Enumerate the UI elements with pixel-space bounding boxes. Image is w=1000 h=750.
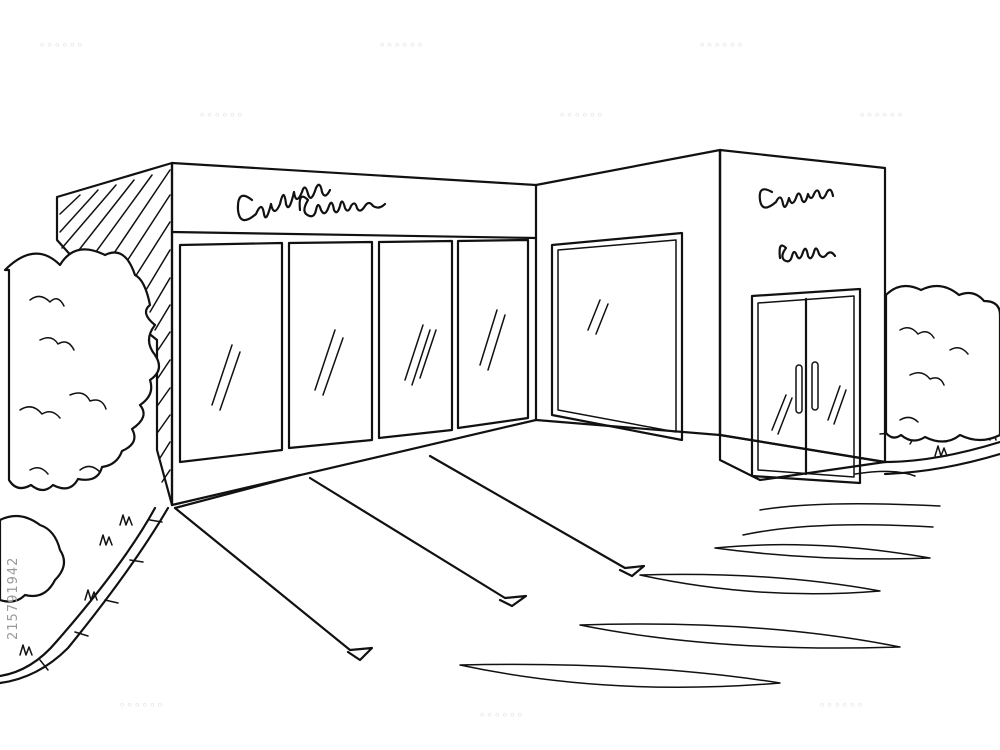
shop-windows	[178, 238, 530, 464]
side-facade	[534, 148, 722, 442]
grass-tufts	[19, 429, 997, 656]
hatched-side-wall	[55, 161, 174, 507]
watermark-pattern: ᵒᵒᵒᵒᵒᵒ	[860, 110, 906, 123]
curb-right	[883, 440, 1000, 476]
watermark-pattern: ᵒᵒᵒᵒᵒᵒ	[560, 110, 606, 123]
bush-icon	[884, 284, 1000, 443]
curb-left	[0, 506, 170, 685]
stock-id-watermark: 215791942	[6, 556, 21, 640]
front-facade	[170, 161, 538, 507]
watermark-pattern: ᵒᵒᵒᵒᵒᵒ	[120, 700, 166, 713]
watermark-pattern: ᵒᵒᵒᵒᵒᵒ	[380, 40, 426, 53]
handwritten-sign-left	[236, 183, 387, 222]
double-door	[750, 287, 862, 485]
watermark-pattern: ᵒᵒᵒᵒᵒᵒ	[700, 40, 746, 53]
watermark-pattern: ᵒᵒᵒᵒᵒᵒ	[40, 40, 86, 53]
watermark-pattern: ᵒᵒᵒᵒᵒᵒ	[480, 710, 526, 723]
handwritten-sign-right	[758, 188, 837, 263]
parking-lines	[173, 454, 646, 662]
watermark-pattern: ᵒᵒᵒᵒᵒᵒ	[200, 110, 246, 123]
crosswalk	[459, 432, 941, 688]
watermark-pattern: ᵒᵒᵒᵒᵒᵒ	[820, 700, 866, 713]
tree-icon	[0, 248, 161, 603]
entrance-block	[718, 148, 887, 485]
